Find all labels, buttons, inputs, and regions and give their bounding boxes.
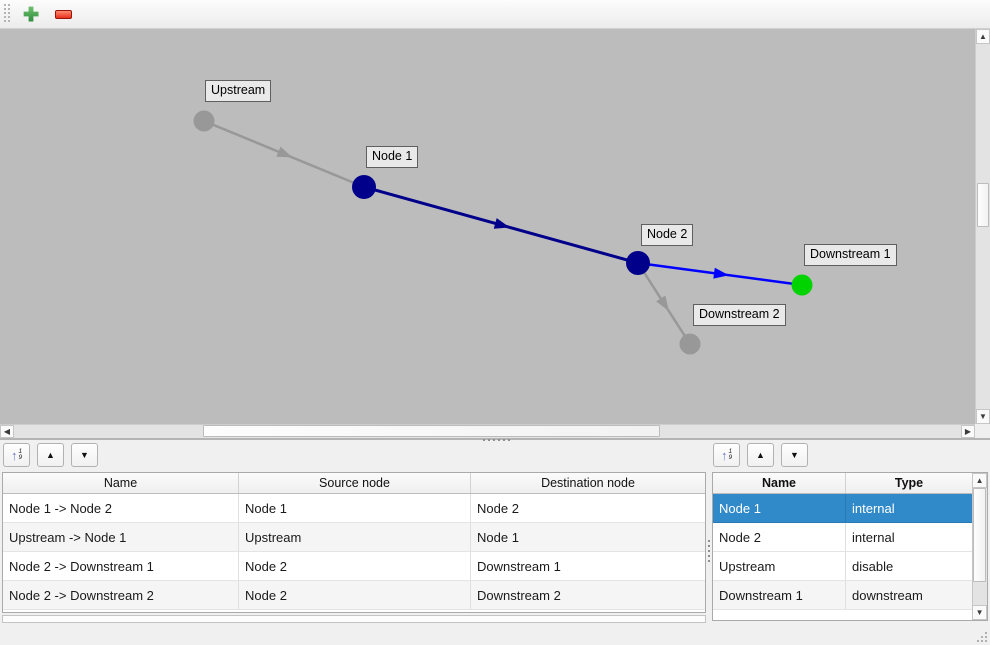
- graph-node[interactable]: [679, 333, 701, 355]
- down-triangle-icon: ▼: [790, 449, 799, 460]
- edge-name-cell[interactable]: Node 2 -> Downstream 1: [3, 552, 239, 581]
- horizontal-scroll-thumb[interactable]: [203, 425, 660, 437]
- edge-table-horizontal-scrollbar[interactable]: [2, 615, 706, 623]
- node-type-cell[interactable]: downstream: [846, 581, 972, 610]
- vertical-scroll-thumb[interactable]: [977, 183, 989, 227]
- down-triangle-icon: ▼: [80, 449, 89, 460]
- add-node-button[interactable]: [17, 1, 45, 27]
- column-header-destination-node[interactable]: Destination node: [541, 476, 635, 490]
- node-label[interactable]: Upstream: [205, 80, 272, 102]
- scroll-down-icon: ▼: [975, 607, 984, 617]
- edge-table-row[interactable]: Node 2 -> Downstream 2 Node 2 Downstream…: [3, 581, 705, 610]
- edge-source-cell[interactable]: Upstream: [239, 523, 471, 552]
- canvas-horizontal-scrollbar[interactable]: ◀ ▶: [0, 424, 975, 438]
- vertical-splitter[interactable]: [706, 442, 711, 645]
- remove-node-button[interactable]: [49, 1, 77, 27]
- node-table-frame: Name Type Node 1 internal Node 2 interna…: [712, 472, 988, 621]
- scroll-up-icon: ▲: [979, 31, 987, 41]
- node-name-cell[interactable]: Upstream: [713, 552, 846, 581]
- edge-source-cell[interactable]: Node 2: [239, 581, 471, 610]
- window-resize-grip[interactable]: [975, 630, 987, 642]
- scroll-up-icon: ▲: [975, 475, 984, 485]
- node-label[interactable]: Downstream 1: [804, 244, 897, 266]
- node-name-cell[interactable]: Node 2: [713, 523, 846, 552]
- edge-source-cell[interactable]: Node 2: [239, 552, 471, 581]
- node-move-down-button[interactable]: ▼: [781, 443, 808, 467]
- node-name-cell[interactable]: Downstream 1: [713, 581, 846, 610]
- graph-svg: [193, 110, 813, 355]
- node-move-up-button[interactable]: ▲: [747, 443, 774, 467]
- toolbar-grip[interactable]: [4, 4, 10, 24]
- node-table-row[interactable]: Downstream 1 downstream: [713, 581, 973, 610]
- scroll-up-button[interactable]: ▲: [972, 473, 988, 488]
- edge-arrow-icon: [276, 146, 293, 158]
- main-toolbar: [0, 0, 990, 29]
- node-type-cell[interactable]: internal: [846, 494, 972, 523]
- edge-name-cell[interactable]: Node 2 -> Downstream 2: [3, 581, 239, 610]
- column-header-source-node[interactable]: Source node: [239, 473, 471, 493]
- edge-table-row[interactable]: Node 1 -> Node 2 Node 1 Node 2: [3, 494, 705, 523]
- scroll-left-button[interactable]: ◀: [0, 425, 14, 438]
- node-table-row-selected[interactable]: Node 1 internal: [713, 494, 973, 523]
- splitter-handle-dots: [708, 540, 710, 562]
- node-table-row[interactable]: Node 2 internal: [713, 523, 973, 552]
- scroll-down-button[interactable]: ▼: [972, 605, 988, 620]
- splitter-handle-dots: [483, 439, 509, 441]
- edge-name-cell[interactable]: Node 1 -> Node 2: [3, 494, 239, 523]
- node-type-cell[interactable]: disable: [846, 552, 972, 581]
- minus-icon: [54, 9, 72, 19]
- canvas-vertical-scrollbar[interactable]: ▲ ▼: [975, 29, 990, 424]
- graph-node[interactable]: [352, 175, 376, 199]
- node-table-vertical-scrollbar[interactable]: ▲ ▼: [972, 473, 988, 620]
- node-type-cell[interactable]: internal: [846, 523, 972, 552]
- node-table-row[interactable]: Upstream disable: [713, 552, 973, 581]
- up-triangle-icon: ▲: [46, 449, 55, 460]
- graph-node[interactable]: [626, 251, 650, 275]
- plus-icon: [23, 6, 39, 22]
- edge-table-header: Name Source node Destination node: [3, 473, 705, 494]
- graph-node[interactable]: [193, 110, 215, 132]
- node-label[interactable]: Node 2: [641, 224, 694, 246]
- edge-dest-cell[interactable]: Downstream 2: [471, 581, 705, 610]
- node-table-header: Name Type: [713, 473, 973, 494]
- horizontal-splitter[interactable]: [0, 438, 990, 442]
- scroll-right-button[interactable]: ▶: [961, 425, 975, 438]
- node-name-cell[interactable]: Node 1: [713, 494, 846, 523]
- column-header-name[interactable]: Name: [3, 473, 239, 493]
- vertical-scroll-thumb[interactable]: [973, 488, 987, 582]
- edge-dest-cell[interactable]: Node 2: [471, 494, 705, 523]
- up-triangle-icon: ▲: [756, 449, 765, 460]
- edge-table-row[interactable]: Upstream -> Node 1 Upstream Node 1: [3, 523, 705, 552]
- column-header-type[interactable]: Type: [894, 476, 924, 490]
- graph-node[interactable]: [791, 274, 813, 296]
- edge-source-cell[interactable]: Node 1: [239, 494, 471, 523]
- scrollbar-corner: [975, 424, 990, 438]
- edge-arrow-icon: [713, 267, 729, 279]
- edge-arrow-icon: [493, 218, 510, 229]
- edge-arrow-icon: [656, 295, 669, 312]
- node-label[interactable]: Downstream 2: [693, 304, 786, 326]
- node-label[interactable]: Node 1: [366, 146, 419, 168]
- scroll-left-icon: ◀: [3, 426, 11, 436]
- edge-name-cell[interactable]: Upstream -> Node 1: [3, 523, 239, 552]
- scroll-down-button[interactable]: ▼: [976, 409, 990, 424]
- edge-table-row[interactable]: Node 2 -> Downstream 1 Node 2 Downstream…: [3, 552, 705, 581]
- edge-dest-cell[interactable]: Downstream 1: [471, 552, 705, 581]
- edge-move-up-button[interactable]: ▲: [37, 443, 64, 467]
- column-header-name[interactable]: Name: [713, 473, 846, 493]
- edge-dest-cell[interactable]: Node 1: [471, 523, 705, 552]
- node-table: Name Type Node 1 internal Node 2 interna…: [713, 473, 973, 620]
- edge-move-down-button[interactable]: ▼: [71, 443, 98, 467]
- edge-table: Name Source node Destination node Node 1…: [2, 472, 706, 613]
- scroll-down-icon: ▼: [979, 411, 987, 421]
- scroll-right-icon: ▶: [964, 426, 972, 436]
- scroll-up-button[interactable]: ▲: [976, 29, 990, 44]
